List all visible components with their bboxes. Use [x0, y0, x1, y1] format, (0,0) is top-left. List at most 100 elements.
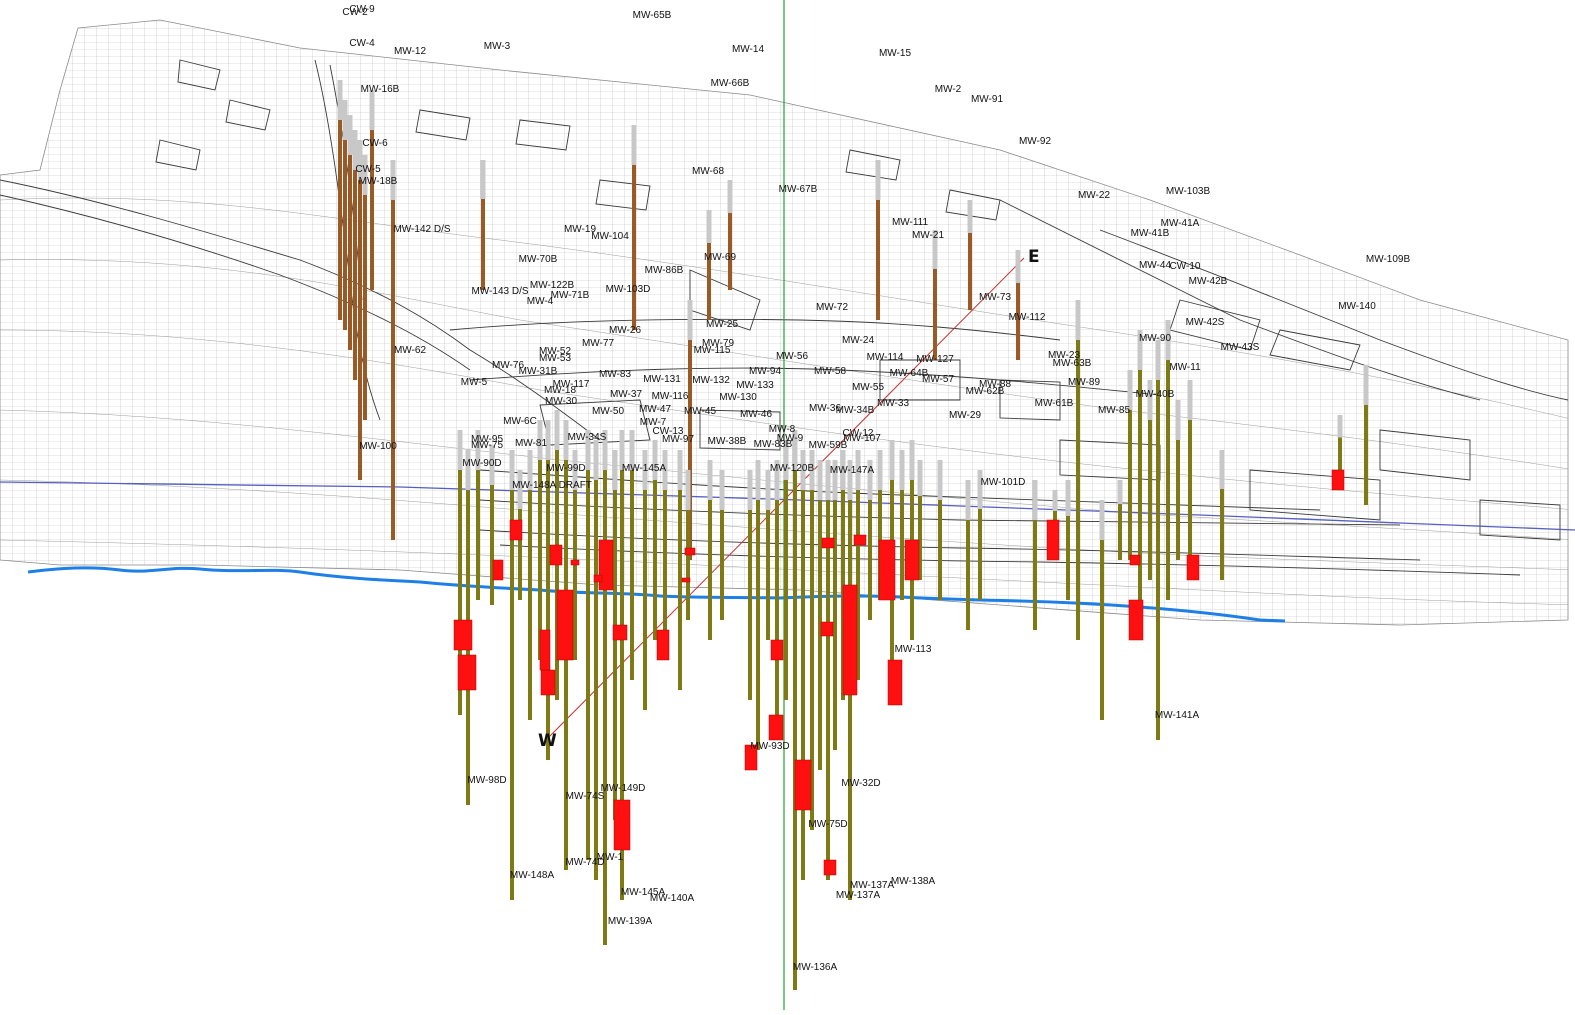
well-label[interactable]: MW-88 — [979, 379, 1011, 390]
well-label[interactable]: CW-4 — [349, 38, 375, 49]
well-label[interactable]: MW-83B — [754, 439, 793, 450]
well-label[interactable]: MW-145A — [622, 463, 667, 474]
well-label[interactable]: MW-21 — [912, 230, 944, 241]
well-label[interactable]: MW-145A — [621, 887, 666, 898]
well-label[interactable]: MW-85 — [1098, 405, 1130, 416]
well-label[interactable]: MW-6C — [503, 416, 537, 427]
well-label[interactable]: MW-40B — [1136, 389, 1175, 400]
well-label[interactable]: MW-132 — [692, 375, 730, 386]
well-label[interactable]: MW-115 — [694, 345, 731, 356]
well-label[interactable]: MW-136A — [793, 962, 838, 973]
well-label[interactable]: MW-38B — [708, 436, 747, 447]
well-label[interactable]: MW-47 — [639, 404, 671, 415]
well-label[interactable]: MW-77 — [582, 338, 614, 349]
well-label[interactable]: MW-103B — [1166, 186, 1211, 197]
well-label[interactable]: MW-16B — [361, 84, 400, 95]
well-label[interactable]: MW-41A — [1161, 218, 1200, 229]
well-label[interactable]: MW-98D — [467, 775, 506, 786]
well-label[interactable]: MW-63B — [1053, 358, 1092, 369]
well-label[interactable]: MW-62B — [966, 386, 1005, 397]
well-label[interactable]: MW-100 — [359, 441, 397, 452]
well-label[interactable]: MW-73 — [979, 292, 1011, 303]
well-label[interactable]: MW-3 — [484, 41, 511, 52]
well-label[interactable]: MW-103D — [606, 284, 651, 295]
well-label[interactable]: MW-65B — [633, 10, 672, 21]
well-label[interactable]: MW-19 — [564, 224, 596, 235]
well-label[interactable]: MW-66B — [711, 78, 750, 89]
well-label[interactable]: MW-4 — [527, 296, 554, 307]
well-label[interactable]: MW-117 — [553, 379, 590, 390]
well-label[interactable]: MW-46 — [740, 409, 772, 420]
well-label[interactable]: CW-2 — [342, 7, 368, 18]
well-label[interactable]: MW-44 — [1139, 260, 1171, 271]
well-label[interactable]: MW-97 — [662, 434, 694, 445]
well-label[interactable]: MW-58 — [814, 366, 846, 377]
well-label[interactable]: MW-141A — [1155, 710, 1200, 721]
well-label[interactable]: MW-91 — [971, 94, 1003, 105]
well-label[interactable]: MW-56 — [776, 351, 808, 362]
well-label[interactable]: MW-18B — [359, 176, 398, 187]
well-label[interactable]: MW-42B — [1189, 276, 1228, 287]
well-label[interactable]: MW-57 — [922, 374, 954, 385]
well-label[interactable]: MW-92 — [1019, 136, 1051, 147]
well-label[interactable]: MW-62 — [394, 345, 426, 356]
well-label[interactable]: MW-148A DRAFT — [512, 480, 592, 491]
well-label[interactable]: MW-59B — [809, 440, 848, 451]
well-label[interactable]: CW-12 — [843, 428, 874, 439]
well-label[interactable]: MW-15 — [879, 48, 911, 59]
well-label[interactable]: MW-95 — [471, 434, 503, 445]
well-label[interactable]: MW-68 — [692, 166, 724, 177]
well-label[interactable]: MW-143 D/S — [471, 286, 528, 297]
well-label[interactable]: MW-137A — [850, 880, 895, 891]
well-label[interactable]: MW-41B — [1131, 228, 1170, 239]
well-label[interactable]: MW-112 — [1009, 312, 1046, 323]
well-label[interactable]: MW-42S — [1186, 317, 1225, 328]
well-label[interactable]: MW-34S — [568, 432, 607, 443]
well-label[interactable]: MW-127 — [916, 354, 954, 365]
well-label[interactable]: MW-45 — [684, 406, 716, 417]
well-label[interactable]: MW-130 — [719, 392, 757, 403]
well-label[interactable]: MW-24 — [842, 335, 874, 346]
well-label[interactable]: MW-52 — [539, 346, 571, 357]
well-label[interactable]: MW-55 — [852, 382, 884, 393]
well-label[interactable]: CW-6 — [362, 138, 388, 149]
well-label[interactable]: MW-138A — [891, 876, 936, 887]
well-label[interactable]: MW-14 — [732, 44, 764, 55]
well-label[interactable]: MW-70B — [519, 254, 558, 265]
well-label[interactable]: MW-74D — [565, 857, 604, 868]
well-label[interactable]: MW-81 — [515, 438, 547, 449]
well-label[interactable]: CW-9 — [349, 4, 375, 15]
well-label[interactable]: MW-137A — [836, 890, 881, 901]
well-label[interactable]: MW-37 — [610, 389, 642, 400]
well-label[interactable]: MW-74S — [566, 791, 605, 802]
well-label[interactable]: MW-5 — [461, 377, 488, 388]
well-label[interactable]: MW-122B — [530, 280, 575, 291]
well-label[interactable]: MW-90D — [462, 458, 501, 469]
well-label[interactable]: MW-120B — [770, 463, 815, 474]
well-label[interactable]: MW-7 — [640, 417, 667, 428]
well-label[interactable]: MW-36 — [809, 403, 841, 414]
well-label[interactable]: MW-140A — [650, 893, 695, 904]
well-label[interactable]: CW-5 — [355, 164, 381, 175]
well-label[interactable]: MW-76 — [492, 360, 524, 371]
well-label[interactable]: MW-2 — [935, 84, 962, 95]
well-label[interactable]: MW-99D — [546, 463, 585, 474]
well-label[interactable]: MW-30 — [545, 396, 577, 407]
well-label[interactable]: MW-25 — [706, 319, 738, 330]
well-label[interactable]: MW-75 — [471, 440, 503, 451]
well-label[interactable]: MW-109B — [1366, 254, 1411, 265]
well-label[interactable]: MW-79 — [702, 338, 734, 349]
well-label[interactable]: MW-18 — [544, 385, 576, 396]
well-label[interactable]: MW-149D — [601, 783, 646, 794]
well-label[interactable]: MW-67B — [779, 184, 818, 195]
well-label[interactable]: MW-31B — [519, 366, 558, 377]
well-label[interactable]: MW-61B — [1035, 398, 1074, 409]
well-label[interactable]: MW-69 — [704, 252, 736, 263]
well-label[interactable]: MW-71B — [551, 290, 590, 301]
well-label[interactable]: CW-10 — [1170, 261, 1201, 272]
well-label[interactable]: MW-90 — [1139, 333, 1171, 344]
well-label[interactable]: MW-111 — [892, 217, 929, 228]
well-label[interactable]: MW-29 — [949, 410, 981, 421]
well-label[interactable]: MW-75D — [808, 819, 847, 830]
